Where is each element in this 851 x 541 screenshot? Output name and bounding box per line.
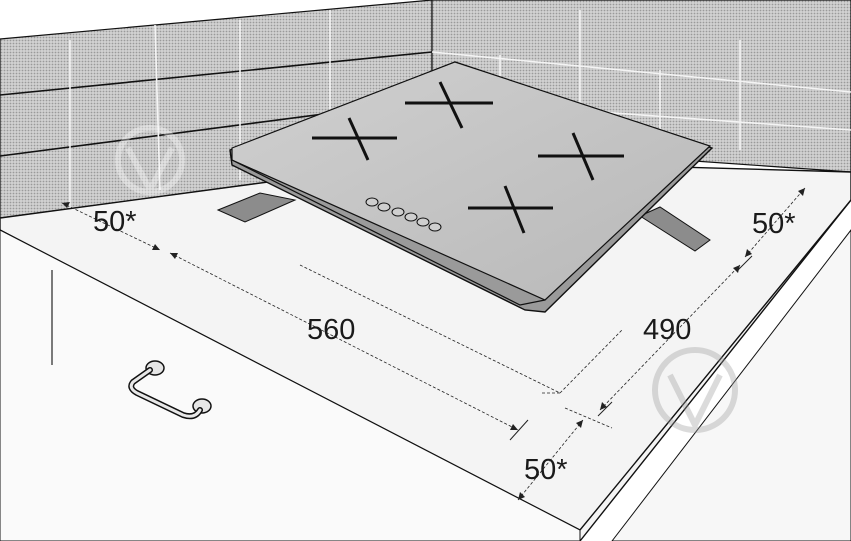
- control-buttons: [365, 197, 442, 232]
- dimension-lines: [61, 187, 806, 501]
- cooking-zone-3: [538, 132, 624, 181]
- cooking-zone-4: [468, 185, 553, 234]
- cutout-bracket-right: [638, 206, 711, 252]
- hob: [229, 61, 714, 313]
- dim-label-cutout-depth: 490: [643, 314, 691, 346]
- cabinet-handle: [128, 360, 212, 420]
- dim-label-cutout-width: 560: [307, 314, 355, 346]
- watermark-logo-right: [652, 347, 738, 433]
- dim-label-front-clearance: 50*: [524, 454, 568, 486]
- cutout-bracket-left: [216, 192, 297, 223]
- dimension-ticks: [509, 255, 753, 441]
- cabinet-front: [0, 229, 851, 541]
- cooking-zone-1: [312, 117, 397, 161]
- dim-label-right-clearance: 50*: [752, 208, 796, 240]
- dim-label-left-clearance: 50*: [93, 206, 137, 238]
- dimension-arrows: [62, 188, 805, 500]
- watermark-logo-left: [115, 125, 185, 197]
- cooking-zone-2: [405, 81, 493, 129]
